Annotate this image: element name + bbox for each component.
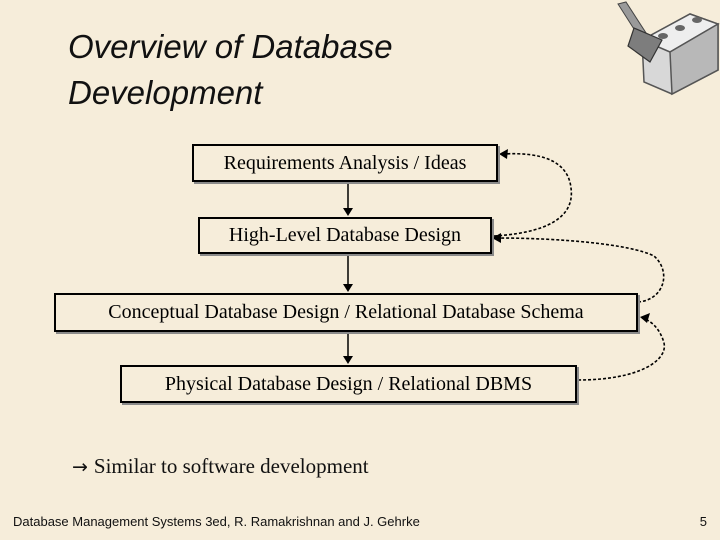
step-conceptual-design: Conceptual Database Design / Relational … — [54, 293, 638, 332]
trowel-and-brick-icon — [617, 1, 720, 96]
step-high-level-design: High-Level Database Design — [198, 217, 492, 254]
note: →Similar to software development — [72, 454, 369, 479]
title-line-2: Development — [68, 74, 263, 111]
note-text: Similar to software development — [93, 454, 369, 478]
page-number: 5 — [699, 514, 707, 529]
step-requirements-analysis: Requirements Analysis / Ideas — [192, 144, 498, 182]
feedback-arrowheads — [492, 149, 650, 323]
flow-arrows — [343, 183, 353, 364]
step-physical-design: Physical Database Design / Relational DB… — [120, 365, 577, 403]
title-line-1: Overview of Database — [68, 28, 393, 65]
feedback-arrows — [493, 152, 666, 381]
right-arrow-icon: → — [72, 456, 88, 478]
slide-title: Overview of Database Development — [68, 24, 588, 116]
footer-credit: Database Management Systems 3ed, R. Rama… — [13, 514, 420, 529]
